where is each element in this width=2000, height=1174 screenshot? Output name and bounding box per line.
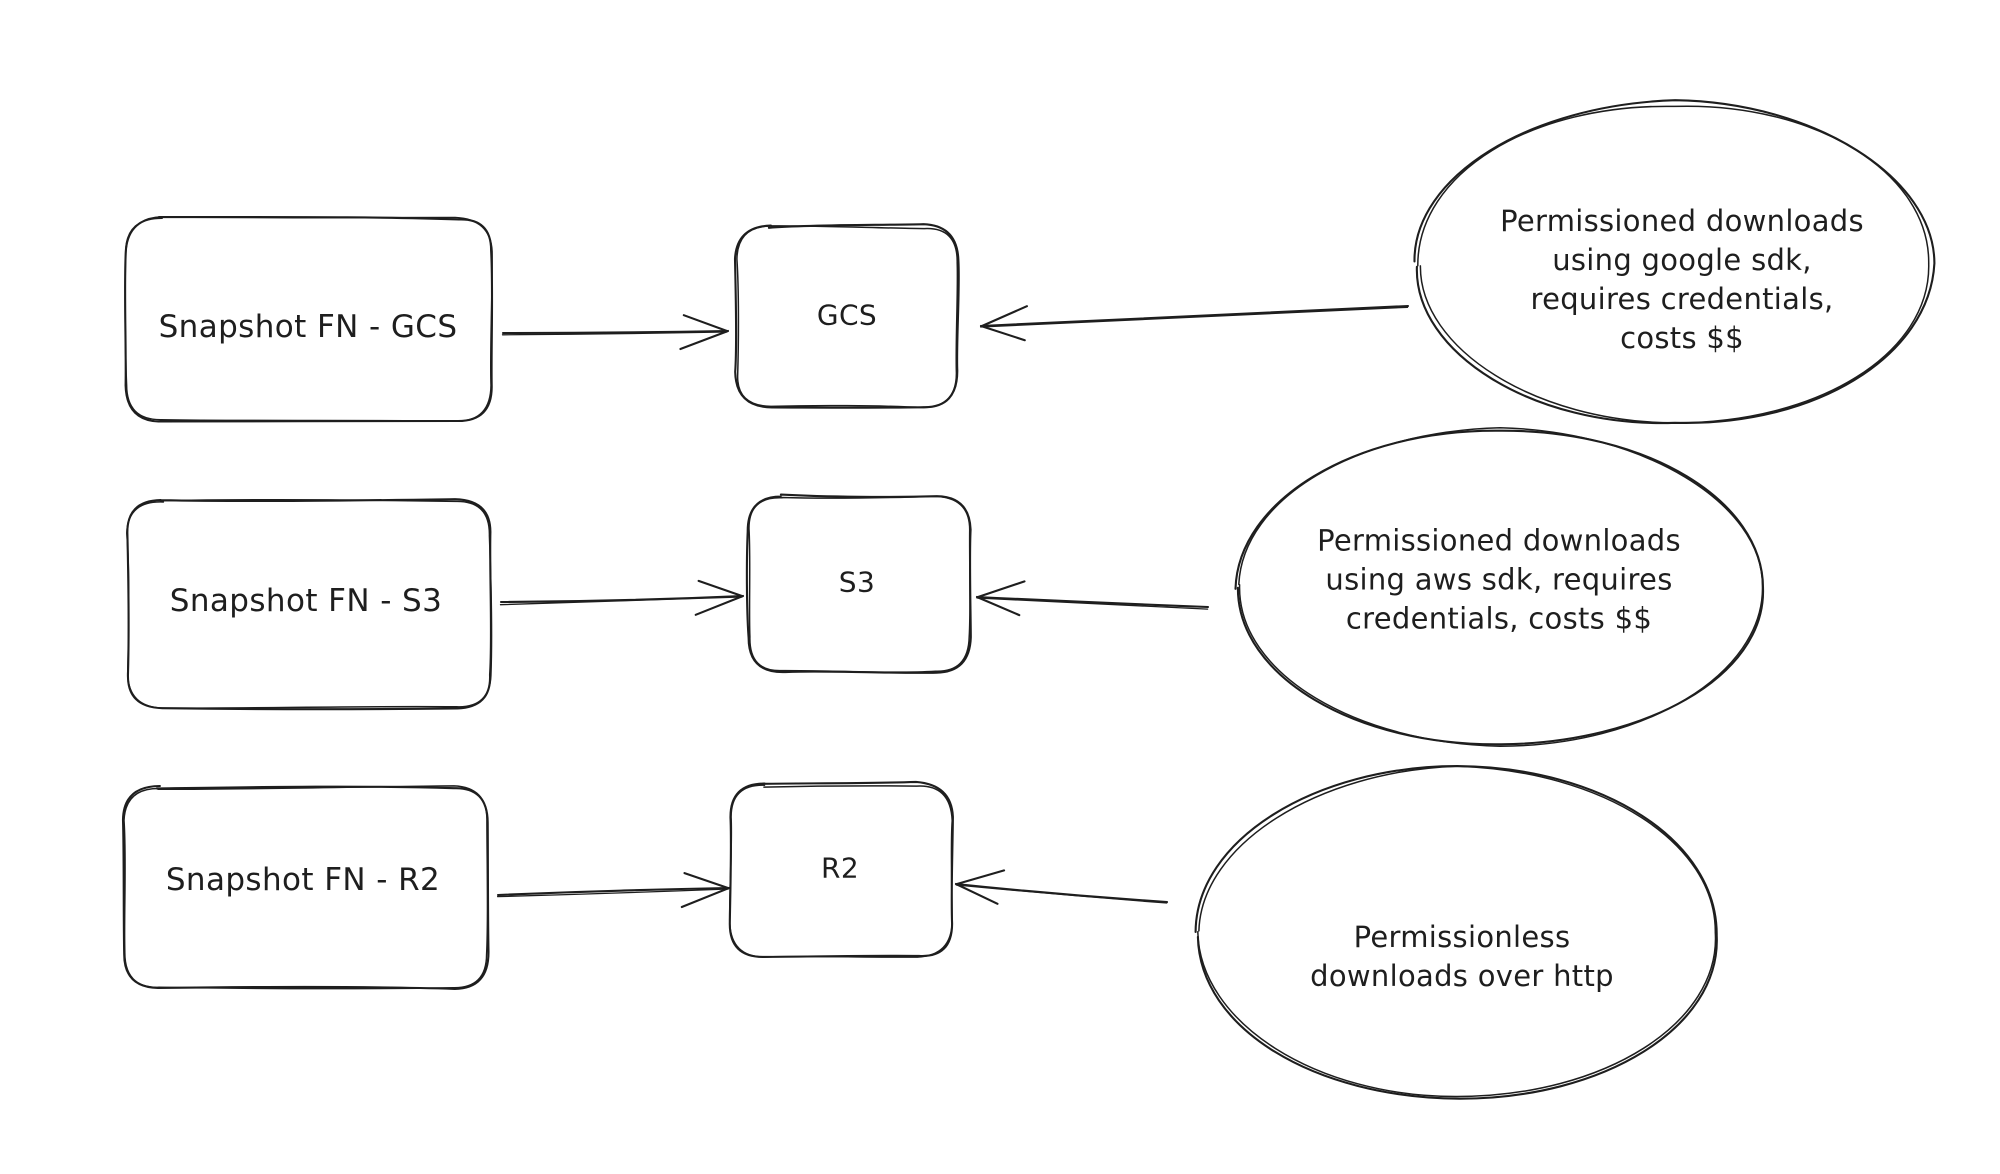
source-box-label-r2: Snapshot FN - R2 <box>165 862 441 898</box>
sketch-stroke <box>979 324 1026 342</box>
sketch-stroke <box>976 580 1026 599</box>
sketch-stroke <box>126 499 493 709</box>
sketch-stroke <box>697 579 744 598</box>
sketch-stroke <box>728 784 953 958</box>
sketch-stroke <box>980 305 1028 328</box>
sketch-stroke <box>683 872 730 890</box>
sketch-stroke <box>979 304 1410 328</box>
sketch-stroke <box>501 331 728 336</box>
note-line: using aws sdk, requires <box>1325 562 1673 597</box>
arrow-note-to-r2 <box>954 869 1169 905</box>
source-box-label-gcs: Snapshot FN - GCS <box>158 309 458 345</box>
shape-target-box-s3 <box>745 493 972 674</box>
shape-note-ellipse-s3 <box>1234 427 1765 747</box>
shape-source-box-r2 <box>121 784 490 990</box>
shape-source-box-gcs <box>124 215 494 423</box>
sketch-stroke <box>955 884 1168 904</box>
sketch-stroke <box>121 784 490 990</box>
sketch-stroke <box>1417 105 1930 424</box>
sketch-stroke <box>976 597 1209 610</box>
sketch-stroke <box>736 225 959 409</box>
shape-target-box-r2 <box>728 780 954 958</box>
note-text-gcs: Permissioned downloads using google sdk,… <box>1500 202 1864 358</box>
sketch-stroke <box>694 594 745 616</box>
note-line: Permissionless <box>1353 920 1571 954</box>
sketch-stroke <box>499 596 743 606</box>
sketch-stroke <box>954 882 999 905</box>
shape-note-ellipse-r2 <box>1194 765 1718 1100</box>
note-line: Permissioned downloads <box>1317 523 1681 558</box>
shape-note-ellipse-gcs <box>1413 99 1936 425</box>
sketch-stroke <box>496 886 730 897</box>
arrow-snapshot-to-r2 <box>496 872 731 909</box>
note-text-s3: Permissioned downloads using aws sdk, re… <box>1317 522 1681 639</box>
arrow-snapshot-to-gcs <box>501 314 730 351</box>
sketch-stroke <box>682 314 729 333</box>
arrow-snapshot-to-s3 <box>499 579 745 616</box>
shape-source-box-s3 <box>126 498 493 711</box>
sketch-stroke <box>1238 427 1764 747</box>
note-line: using google sdk, <box>1552 243 1812 277</box>
sketch-stroke <box>748 495 971 673</box>
note-line: credentials, costs $$ <box>1345 601 1653 636</box>
target-box-label-r2: R2 <box>820 851 860 885</box>
sketch-stroke <box>501 329 729 335</box>
target-box-label-s3: S3 <box>838 565 876 599</box>
sketch-stroke <box>975 595 1021 617</box>
sketch-stroke <box>123 785 489 990</box>
sketch-stroke <box>679 329 730 351</box>
sketch-stroke <box>680 886 731 909</box>
note-line: Permissioned downloads <box>1500 204 1864 238</box>
shape-target-box-gcs <box>733 223 960 409</box>
sketch-stroke <box>975 595 1210 609</box>
arrow-note-to-gcs <box>979 304 1410 342</box>
sketch-stroke <box>955 869 1006 886</box>
sketch-stroke <box>980 306 1409 328</box>
note-line: requires credentials, <box>1530 282 1834 316</box>
sketch-stroke <box>496 888 729 898</box>
note-text-r2: Permissionless downloads over http <box>1310 918 1614 996</box>
sketch-stroke <box>1197 765 1717 1098</box>
note-line: downloads over http <box>1310 959 1614 993</box>
sketch-stroke <box>1413 99 1936 425</box>
sketch-stroke <box>1194 765 1718 1100</box>
sketch-stroke <box>499 594 744 604</box>
source-box-label-s3: Snapshot FN - S3 <box>169 583 443 619</box>
note-line: costs $$ <box>1620 321 1744 355</box>
target-box-label-gcs: GCS <box>816 298 878 332</box>
sketch-stroke <box>124 216 493 422</box>
arrow-note-to-s3 <box>975 580 1210 617</box>
